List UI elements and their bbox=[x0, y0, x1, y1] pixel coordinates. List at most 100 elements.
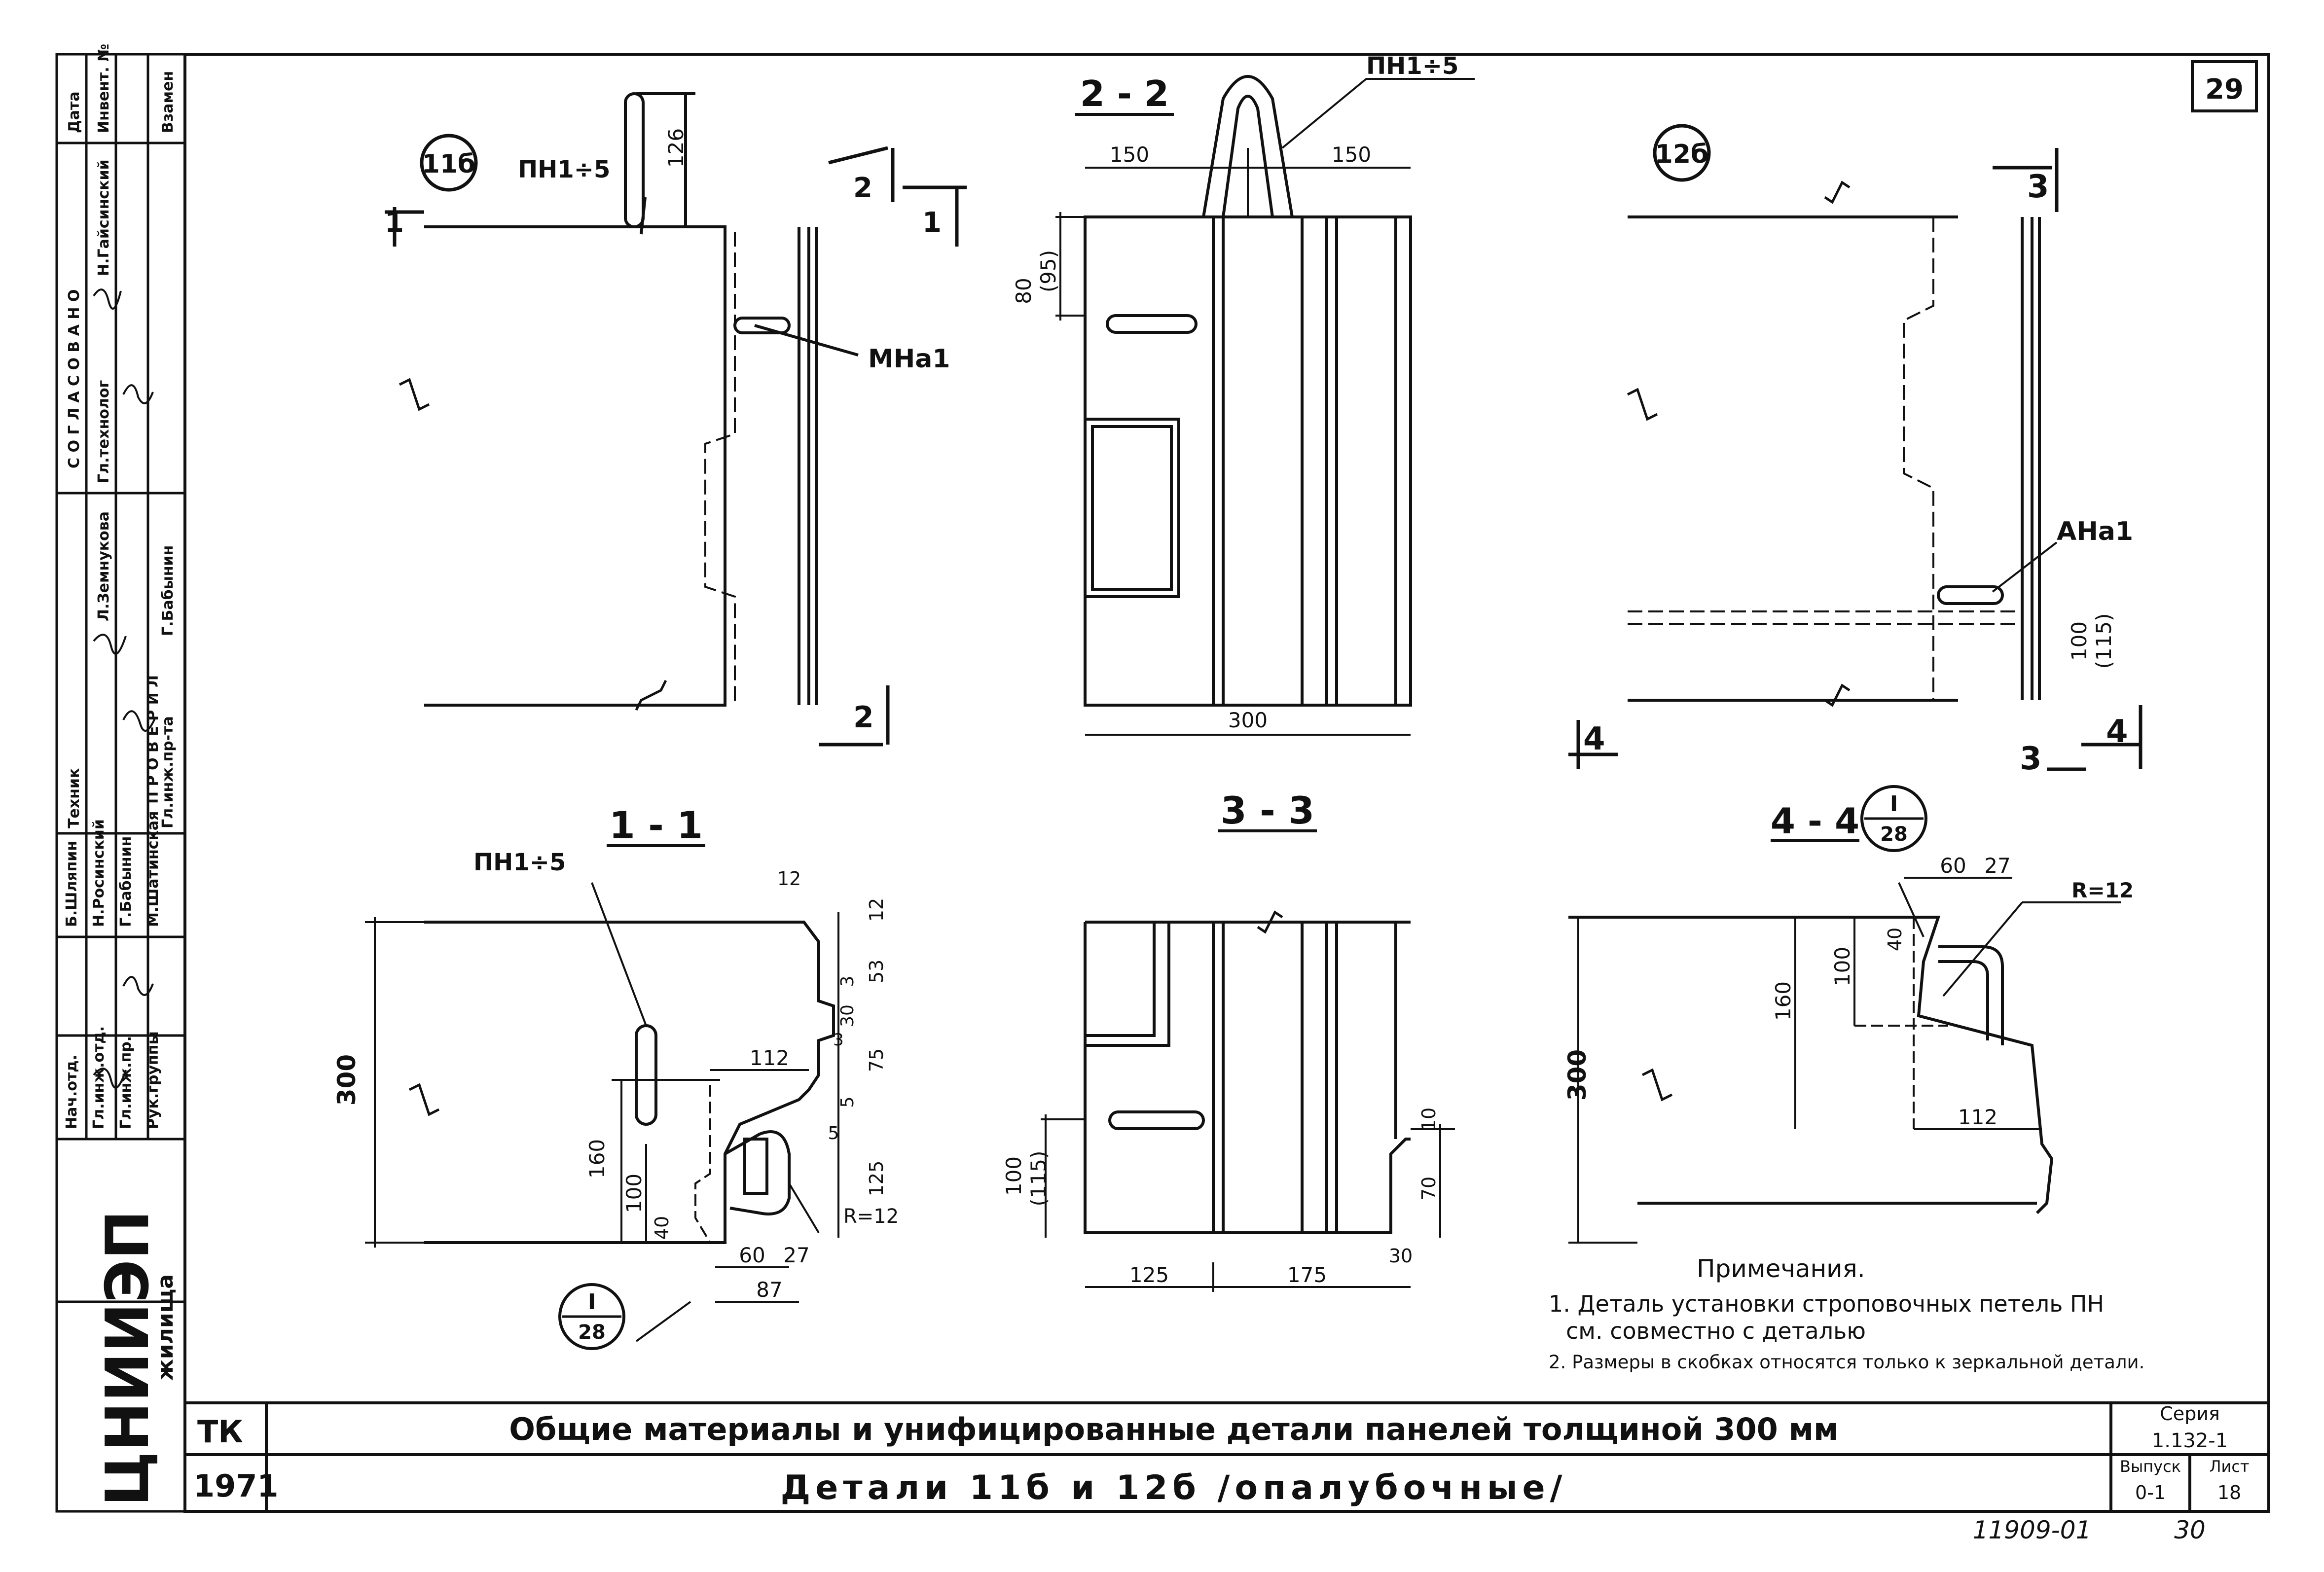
s33-dim-10: 10 bbox=[1418, 1108, 1440, 1131]
s11-dim-60: 60 bbox=[739, 1243, 765, 1267]
tb-issue-label: Выпуск bbox=[2120, 1457, 2181, 1476]
d12b-cut-4-left: 4 bbox=[1583, 721, 1605, 757]
s11-dim-3b: 3 bbox=[833, 1030, 844, 1050]
s11-dim-27: 27 bbox=[783, 1243, 809, 1267]
s22-dim-150-left: 150 bbox=[1110, 143, 1149, 167]
s11-dim-160: 160 bbox=[585, 1139, 609, 1179]
marker-12b: 12б bbox=[1655, 140, 1709, 169]
section-4-4: 4 - 4 I 28 60 27 R=12 bbox=[1563, 785, 2134, 1244]
s22-dim-300: 300 bbox=[1228, 708, 1268, 732]
marker-12b-circle bbox=[1653, 124, 1711, 182]
s33-dim-70: 70 bbox=[1418, 1177, 1440, 1200]
note-2: 2. Размеры в скобках относятся только к … bbox=[1549, 1352, 2144, 1373]
notes: Примечания. 1. Деталь установки стропово… bbox=[1549, 1254, 2144, 1373]
section-1-1: 1 - 1 ПН1÷5 300 160 100 bbox=[332, 803, 899, 1350]
s22-dim-80: 80 bbox=[1012, 278, 1036, 304]
stamp-name-3: Г.Бабынин bbox=[117, 836, 135, 927]
s11-node-sheet: 28 bbox=[578, 1321, 606, 1344]
stamp-technologist: Гл.технолог bbox=[95, 380, 112, 483]
page-number: 30 bbox=[2174, 1516, 2206, 1544]
d11b-loop-label: ПН1÷5 bbox=[518, 156, 610, 183]
stamp-name-2: Н.Росинский bbox=[90, 819, 108, 927]
stamp-inv: Инвент. № bbox=[95, 44, 112, 133]
s11-dim-125: 125 bbox=[866, 1161, 887, 1197]
stamp-checked: П Р О В Е Р И Л bbox=[145, 675, 162, 804]
stamp-replaced: Взамен bbox=[159, 71, 177, 133]
s44-r12: R=12 bbox=[2071, 878, 2134, 902]
notes-title: Примечания. bbox=[1697, 1254, 1865, 1283]
s22-title: 2 - 2 bbox=[1080, 73, 1169, 114]
d12b-cut-3-bottom: 3 bbox=[2020, 741, 2042, 777]
org-logo: ЦНИИЭП bbox=[94, 1210, 162, 1506]
s44-title: 4 - 4 bbox=[1771, 800, 1859, 842]
s44-dim-27: 27 bbox=[1984, 854, 2010, 878]
s33-title: 3 - 3 bbox=[1221, 788, 1314, 832]
tb-issue-value: 0-1 bbox=[2135, 1482, 2166, 1503]
s22-dim-150-right: 150 bbox=[1332, 143, 1371, 167]
d11b-cut-1-right: 1 bbox=[922, 207, 942, 239]
d12b-cut-3-top: 3 bbox=[2027, 169, 2049, 205]
section-2-2: 2 - 2 ПН1÷5 150 150 bbox=[1012, 52, 1475, 736]
stamp-gl-eng: Гл.инж.пр-та bbox=[159, 716, 177, 828]
s11-dim-5: 5 bbox=[837, 1097, 858, 1108]
stamp-technician: Техник bbox=[66, 768, 83, 828]
s33-dim-30: 30 bbox=[1389, 1245, 1413, 1267]
stamp-name-4: М.Шатинская bbox=[145, 811, 162, 927]
tb-series-label: Серия bbox=[2160, 1403, 2220, 1425]
s33-dim-125: 125 bbox=[1129, 1263, 1169, 1287]
d11b-dim-126: 126 bbox=[664, 128, 688, 168]
s11-dim-100: 100 bbox=[622, 1174, 646, 1213]
stamp-role-4: Рук.группы bbox=[145, 1031, 162, 1129]
stamp-chief-engineer: Н.Гайсинский bbox=[95, 159, 112, 276]
d11b-cut-2-top: 2 bbox=[853, 172, 872, 204]
side-stamp: С О Г Л А С О В А Н О П Р О В Е Р И Л Да… bbox=[55, 44, 186, 1513]
stamp-role-2: Гл.инж.отд. bbox=[90, 1026, 108, 1129]
marker-11b: 11б bbox=[422, 149, 476, 179]
tb-sub-title: Детали 11б и 12б /опалубочные/ bbox=[781, 1468, 1567, 1507]
s44-node-sheet: 28 bbox=[1880, 823, 1908, 846]
tb-main-title: Общие материалы и унифицированные детали… bbox=[509, 1411, 1838, 1447]
s11-title: 1 - 1 bbox=[609, 803, 703, 847]
s11-dim-12-side: 12 bbox=[866, 898, 887, 922]
stamp-babynin: Г.Бабынин bbox=[159, 545, 177, 636]
s44-node-callout bbox=[1860, 785, 1927, 852]
d11b-cut-2-bottom: 2 bbox=[853, 700, 874, 735]
section-3-3: 3 - 3 100 (115) 125 175 30 bbox=[1002, 788, 1455, 1292]
marker-11b-circle bbox=[420, 134, 478, 192]
s11-dim-53: 53 bbox=[866, 960, 887, 983]
title-block: ТК 1971 Общие материалы и унифицированны… bbox=[193, 1403, 2250, 1507]
s44-dim-300: 300 bbox=[1563, 1049, 1592, 1101]
org-suffix: жилища bbox=[153, 1274, 178, 1381]
s11-dim-12-top: 12 bbox=[777, 868, 801, 890]
stamp-date: Дата bbox=[66, 91, 83, 133]
doc-code: 11909-01 bbox=[1973, 1516, 2092, 1544]
s11-loop-label: ПН1÷5 bbox=[473, 849, 566, 876]
d12b-cut-4-right: 4 bbox=[2106, 714, 2128, 750]
s11-dim-40: 40 bbox=[651, 1216, 673, 1240]
tb-year: 1971 bbox=[193, 1468, 279, 1504]
detail-12b: 12б АНа1 100 (115) 3 4 4 3 bbox=[1568, 124, 2142, 777]
tb-sheet-value: 18 bbox=[2217, 1482, 2241, 1503]
s44-node-num: I bbox=[1890, 791, 1898, 817]
tb-series-value: 1.132-1 bbox=[2152, 1429, 2228, 1452]
d12b-dim-100: 100 bbox=[2067, 621, 2091, 661]
s11-dim-5b: 5 bbox=[828, 1123, 839, 1143]
stamp-role-1: Нач.отд. bbox=[63, 1055, 80, 1129]
d12b-dim-115: (115) bbox=[2092, 613, 2116, 669]
s11-dim-112: 112 bbox=[750, 1046, 789, 1070]
s44-dim-40: 40 bbox=[1884, 928, 1906, 951]
s11-r12: R=12 bbox=[843, 1205, 899, 1228]
s11-dim-87: 87 bbox=[756, 1278, 782, 1302]
note-1-cont: см. совместно с деталью bbox=[1566, 1318, 1866, 1344]
s11-dim-75: 75 bbox=[866, 1048, 887, 1072]
d11b-anchor-label: МНа1 bbox=[868, 344, 950, 374]
s11-dim-3: 3 bbox=[837, 976, 858, 987]
s11-dim-300: 300 bbox=[332, 1054, 361, 1106]
s44-dim-60: 60 bbox=[1940, 854, 1966, 878]
s33-dim-100: 100 bbox=[1002, 1156, 1026, 1196]
note-1: 1. Деталь установки строповочных петель … bbox=[1549, 1290, 2104, 1317]
s44-dim-160: 160 bbox=[1771, 981, 1795, 1021]
stamp-zemnukova: Л.Земнукова bbox=[95, 511, 112, 621]
tb-tk: ТК bbox=[197, 1414, 243, 1450]
